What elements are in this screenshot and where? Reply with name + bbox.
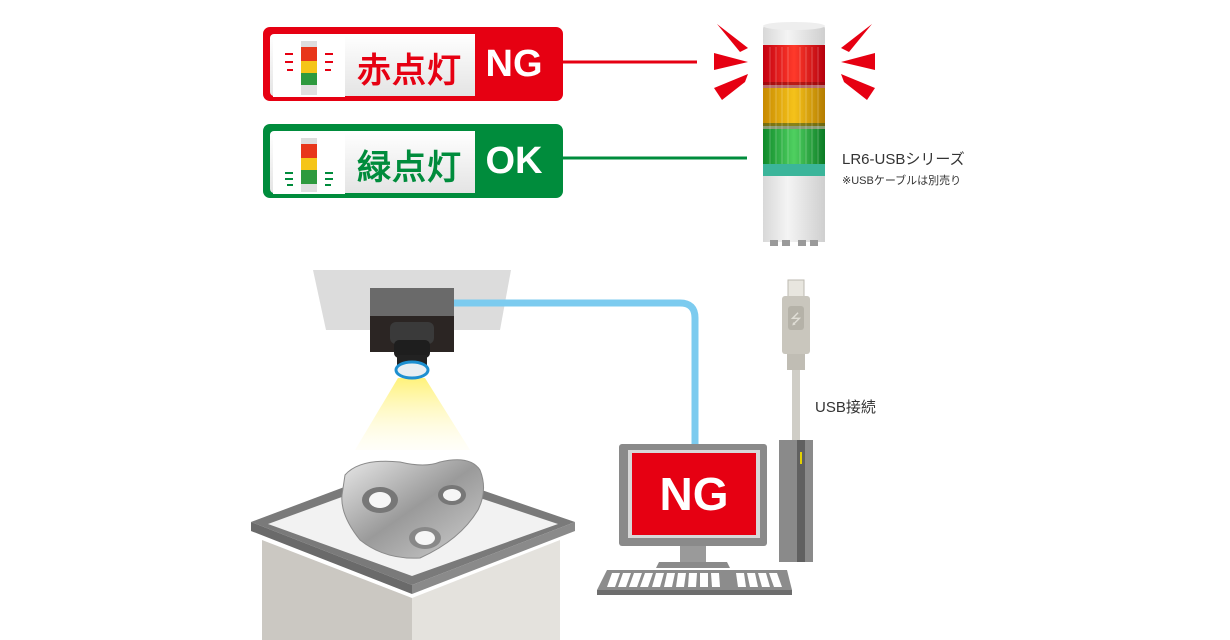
tower-model-label: LR6-USBシリーズ xyxy=(842,151,965,168)
camera-icon xyxy=(370,288,454,380)
tower-lamp-yellow xyxy=(763,88,825,126)
usb-symbol-icon: ⭍ xyxy=(790,312,802,328)
light-beam xyxy=(355,378,470,450)
tower-cable-note: ※USBケーブルは別売り xyxy=(842,175,962,187)
ok-indicator-badge: 緑点灯 OK xyxy=(263,124,563,198)
mini-tower-green-icon xyxy=(273,134,345,194)
tower-lamp-green xyxy=(763,129,825,166)
usb-connection-label: USB接続 xyxy=(815,399,876,416)
tower-lamp-red xyxy=(763,45,825,85)
mini-tower-red-icon xyxy=(273,37,345,97)
gearbox-workpiece xyxy=(341,459,484,559)
usb-cable: ⭍ xyxy=(782,279,810,440)
flash-rays-icon xyxy=(714,24,875,100)
ok-indicator-label: 緑点灯 xyxy=(357,148,462,188)
ng-indicator-badge: 赤点灯 NG xyxy=(263,27,563,101)
camera-cable xyxy=(453,299,699,447)
tower-light xyxy=(763,22,825,246)
pc-tower-icon xyxy=(779,440,813,562)
monitor-screen-status: NG xyxy=(632,453,756,535)
keyboard-icon xyxy=(597,570,792,595)
ng-indicator-label: 赤点灯 xyxy=(357,51,462,91)
ok-status-text: OK xyxy=(485,139,543,182)
ng-status-text: NG xyxy=(485,42,543,85)
